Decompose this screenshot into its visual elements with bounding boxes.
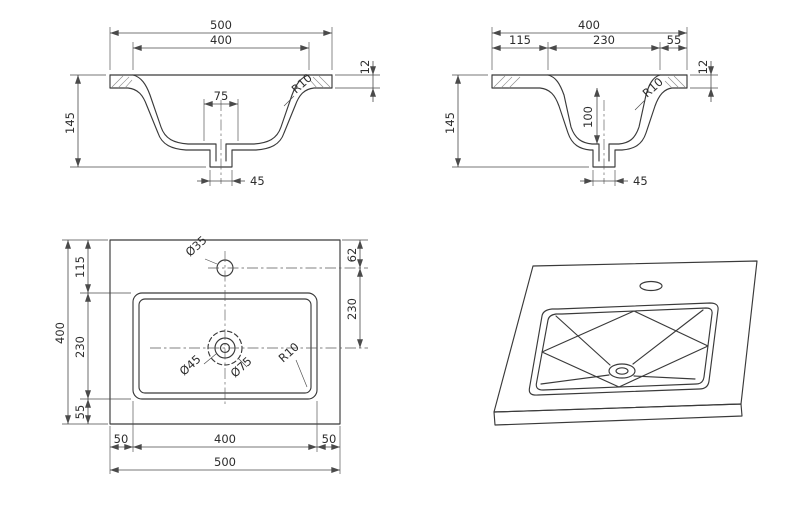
plan-dim-230: 230 <box>73 336 87 358</box>
front-basin-inner-profile-right <box>225 74 310 162</box>
plan-dimensions <box>62 239 368 474</box>
front-dim-45: 45 <box>250 174 265 188</box>
plan-overflow-dia-label: Ø75 <box>228 354 255 380</box>
front-dim-12: 12 <box>358 60 372 75</box>
front-section-view: 500 400 75 145 12 45 R10 <box>63 18 380 188</box>
plan-dim-50-left: 50 <box>114 432 129 446</box>
side-section-view: 400 115 230 55 145 12 100 45 R10 <box>443 18 718 188</box>
front-dim-145: 145 <box>63 112 77 134</box>
side-dim-400: 400 <box>578 18 600 32</box>
leader-line <box>203 353 217 365</box>
plan-radius-label: R10 <box>276 340 302 366</box>
persp-front-apron <box>493 403 743 426</box>
leader-line <box>204 258 218 265</box>
persp-faucet-hole <box>639 280 663 292</box>
plan-dim-400-left: 400 <box>53 322 67 344</box>
side-dim-55: 55 <box>667 33 682 47</box>
side-basin-inner-profile-left <box>547 74 600 162</box>
front-dim-75: 75 <box>214 89 229 103</box>
leader-line <box>295 359 308 388</box>
side-dim-115: 115 <box>509 33 531 47</box>
plan-drain-dia-label: Ø45 <box>177 352 204 378</box>
side-dim-145: 145 <box>443 112 457 134</box>
side-dimensions <box>452 27 718 186</box>
side-basin-inner-profile-right <box>608 74 661 162</box>
plan-dim-115: 115 <box>73 256 87 278</box>
side-rim-hatching <box>493 75 686 89</box>
plan-dim-55: 55 <box>73 405 87 420</box>
side-dim-12: 12 <box>696 60 710 75</box>
persp-basin-opening <box>528 302 719 396</box>
leader-line <box>238 358 248 368</box>
front-dim-400: 400 <box>210 33 232 47</box>
plan-dim-500: 500 <box>214 455 236 469</box>
side-dim-45: 45 <box>633 174 648 188</box>
persp-drain-inner <box>615 367 629 375</box>
perspective-view <box>493 260 758 426</box>
persp-bottom-fold-lines <box>540 309 709 388</box>
front-basin-inner-profile-left <box>132 74 217 162</box>
plan-faucet-dia-label: Ø35 <box>183 233 210 259</box>
plan-dim-50-right: 50 <box>322 432 337 446</box>
front-dimensions <box>70 27 380 186</box>
leader-line <box>634 99 646 111</box>
side-radius-label: R10 <box>640 75 666 101</box>
front-dim-500: 500 <box>210 18 232 32</box>
front-rim-hatching <box>111 75 331 89</box>
plan-outer-rect <box>109 239 341 425</box>
plan-dim-230-right: 230 <box>345 298 359 320</box>
side-dim-100: 100 <box>581 106 595 128</box>
side-dim-230: 230 <box>593 33 615 47</box>
persp-deck-outline <box>493 260 758 413</box>
plan-dim-62: 62 <box>345 248 359 263</box>
plan-view: Ø35 62 230 115 230 55 400 Ø45 Ø75 R10 50… <box>53 233 368 474</box>
persp-drain <box>608 363 636 379</box>
leader-line <box>283 95 295 107</box>
plan-dim-400-bottom: 400 <box>214 432 236 446</box>
